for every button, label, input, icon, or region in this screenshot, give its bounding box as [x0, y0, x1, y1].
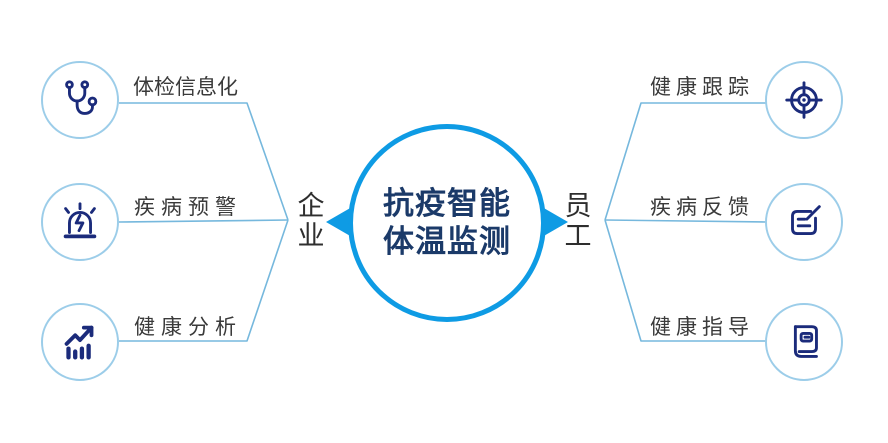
feature-label-exam-info: 体检信息化 — [133, 76, 238, 99]
arrow-right-icon — [542, 207, 568, 237]
stethoscope-icon — [41, 61, 119, 139]
book-icon — [765, 303, 843, 381]
feature-label-health-guidance: 健康指导 — [650, 316, 754, 339]
center-title-line1: 抗疫智能 — [383, 186, 511, 221]
siren-icon — [41, 183, 119, 261]
target-icon — [765, 61, 843, 139]
feature-label-disease-feedback: 疾病反馈 — [650, 196, 754, 219]
bar-chart-icon — [41, 303, 119, 381]
group-label-enterprise: 企业 — [297, 191, 325, 251]
feature-label-disease-warning: 疾病预警 — [134, 196, 242, 219]
arrow-left-icon — [326, 207, 352, 237]
feature-label-health-analysis: 健康分析 — [134, 316, 242, 339]
feature-label-health-tracking: 健康跟踪 — [650, 76, 754, 99]
edit-note-icon — [765, 183, 843, 261]
center-title-line2: 体温监测 — [383, 224, 511, 259]
group-label-employee: 员工 — [564, 191, 592, 251]
center-circle: 抗疫智能 体温监测 — [348, 124, 546, 322]
